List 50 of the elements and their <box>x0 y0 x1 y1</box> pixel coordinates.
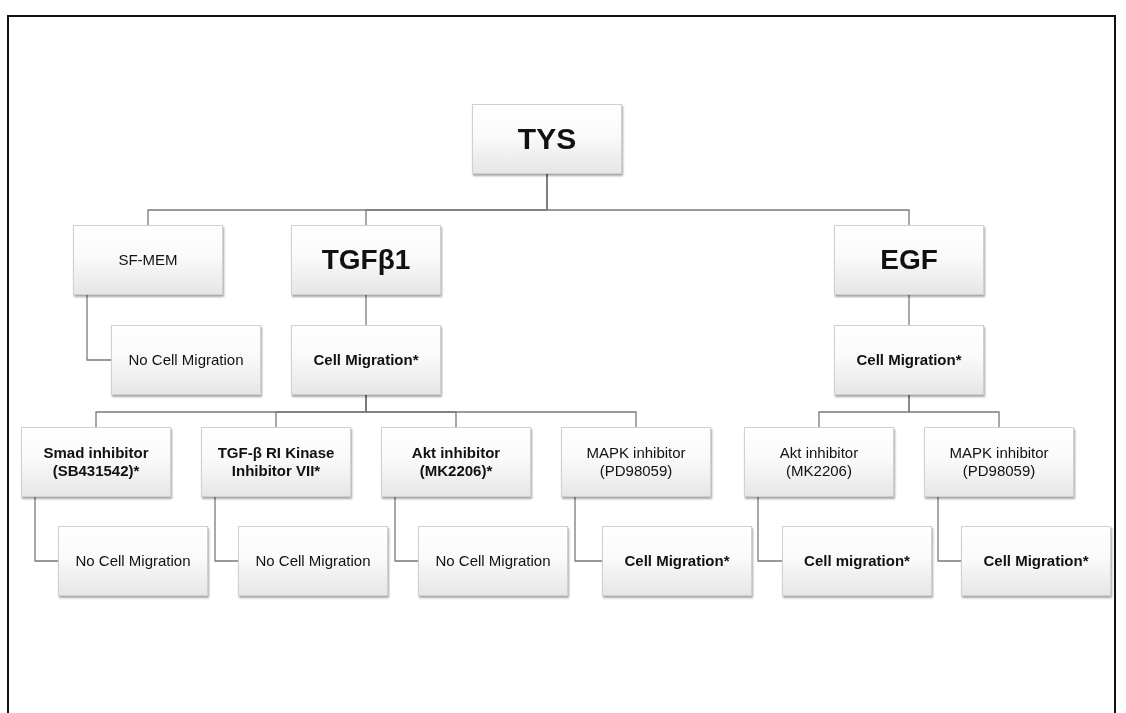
box-label: SF-MEM <box>118 251 178 269</box>
connector-line <box>86 294 112 361</box>
box-label: Akt inhibitor (MK2206) <box>778 444 860 480</box>
process-box <box>782 526 932 596</box>
box-label: MAPK inhibitor (PD98059) <box>948 444 1050 480</box>
connector-line <box>757 496 783 562</box>
process-box <box>291 325 441 395</box>
process-box <box>834 325 984 395</box>
box-label: Cell migration* <box>804 552 910 570</box>
process-box <box>418 526 568 596</box>
box-label: No Cell Migration <box>128 351 244 369</box>
process-box <box>924 427 1074 497</box>
process-box <box>744 427 894 497</box>
box-label: TGF-β RI Kinase Inhibitor VII* <box>216 444 336 480</box>
process-box <box>58 526 208 596</box>
box-label: No Cell Migration <box>255 552 371 570</box>
process-box <box>602 526 752 596</box>
connector-line <box>394 496 419 562</box>
process-box <box>291 225 441 295</box>
box-label: TYS <box>517 121 577 157</box>
box-label: Cell Migration* <box>856 351 962 369</box>
process-box <box>381 427 531 497</box>
process-box <box>834 225 984 295</box>
connector-line <box>365 394 637 428</box>
box-label: No Cell Migration <box>435 552 551 570</box>
process-box <box>472 104 622 174</box>
box-label: Akt inhibitor (MK2206)* <box>410 444 502 480</box>
process-box <box>21 427 171 497</box>
box-label: Cell Migration* <box>313 351 419 369</box>
process-box <box>961 526 1111 596</box>
box-label: Cell Migration* <box>983 552 1089 570</box>
connector-line <box>365 294 367 326</box>
box-label: MAPK inhibitor (PD98059) <box>585 444 687 480</box>
connector-line <box>34 496 59 562</box>
process-box <box>238 526 388 596</box>
connector-line <box>908 394 1000 428</box>
connector-line <box>574 496 603 562</box>
connector-line <box>908 294 910 326</box>
process-box <box>561 427 711 497</box>
process-box <box>111 325 261 395</box>
connector-line <box>937 496 962 562</box>
box-label: Cell Migration* <box>624 552 730 570</box>
box-label: Smad inhibitor (SB431542)* <box>42 444 150 480</box>
connector-line <box>546 173 910 226</box>
process-box <box>73 225 223 295</box>
connector-line <box>214 496 239 562</box>
process-box <box>201 427 351 497</box>
box-label: TGFβ1 <box>321 243 411 277</box>
box-label: EGF <box>880 243 938 277</box>
box-label: No Cell Migration <box>75 552 191 570</box>
